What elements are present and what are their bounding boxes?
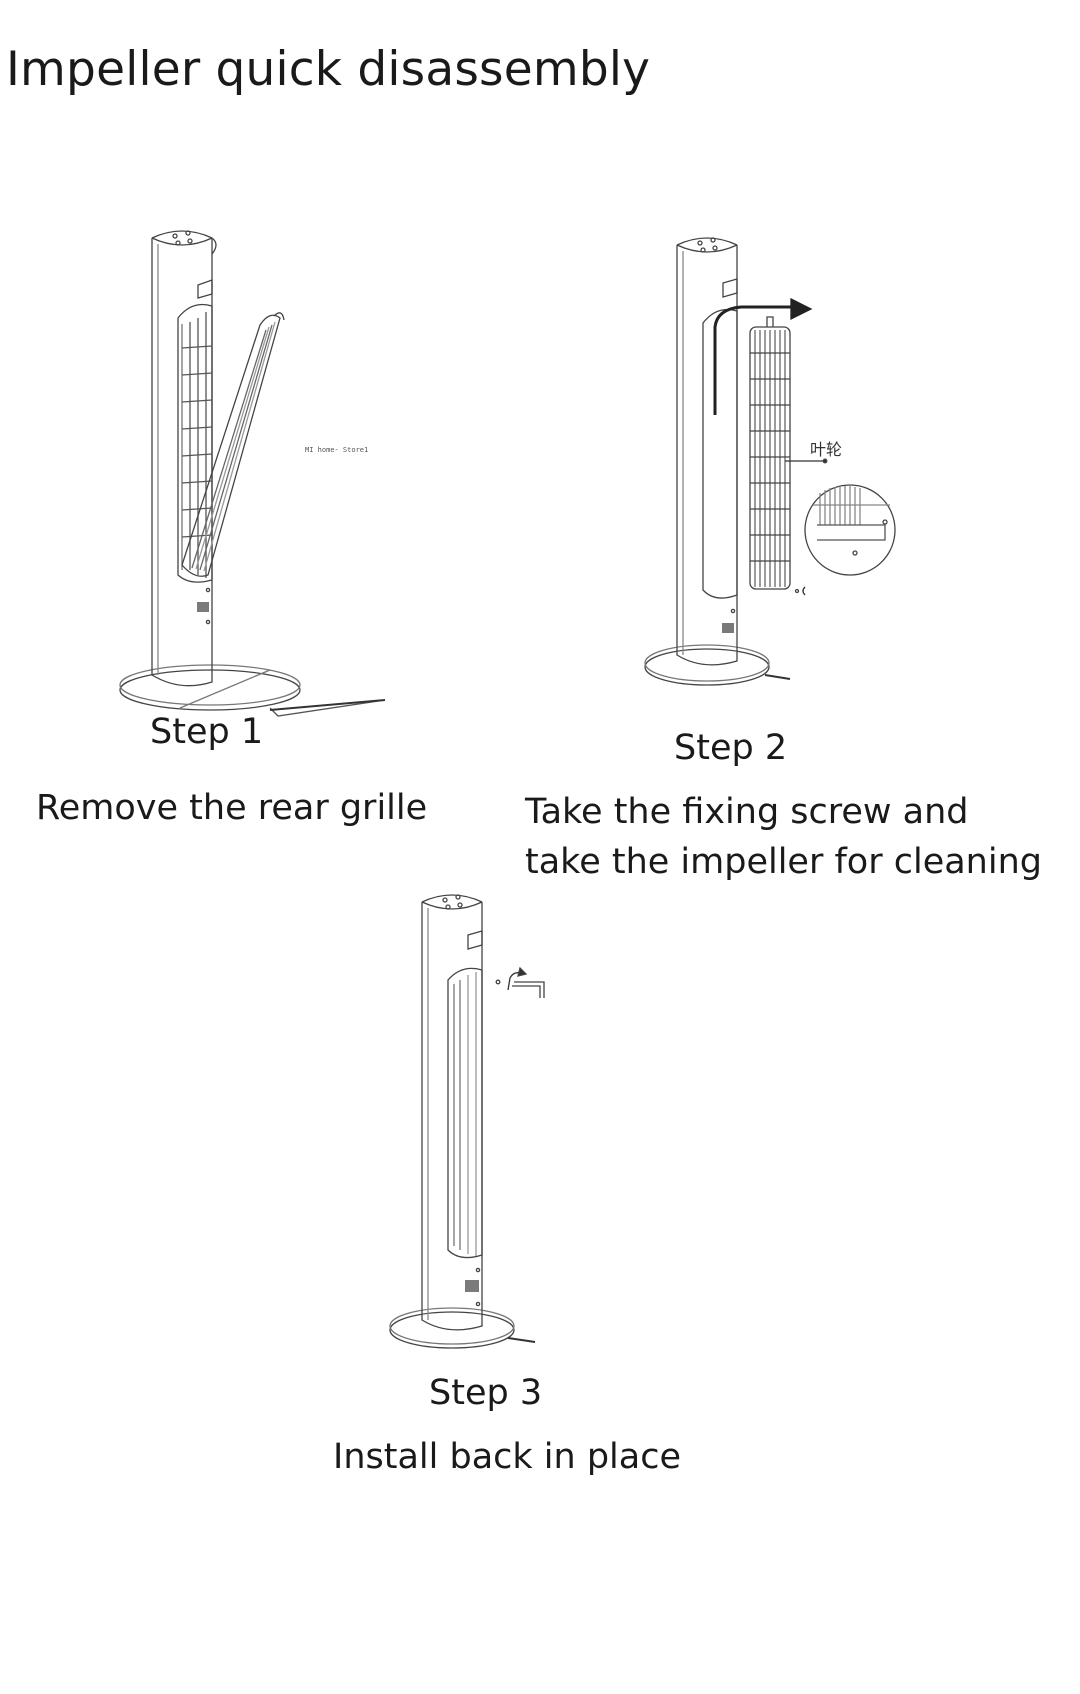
step3-label: Step 3 [429, 1373, 543, 1413]
step1-label: Step 1 [150, 712, 264, 752]
step2-description: Take the fixing screw and take the impel… [525, 792, 1042, 882]
step2-illustration: 叶轮 [644, 237, 896, 686]
step2-label: Step 2 [674, 728, 788, 768]
step3-description: Install back in place [333, 1437, 681, 1477]
step1-description: Remove the rear grille [36, 788, 428, 828]
step1-illustration: MI home- Store1 [119, 230, 386, 717]
impeller-label: 叶轮 [810, 440, 842, 459]
step3-illustration [389, 894, 545, 1349]
watermark-text: MI home- Store1 [305, 446, 368, 454]
page-title: Impeller quick disassembly [6, 42, 651, 97]
